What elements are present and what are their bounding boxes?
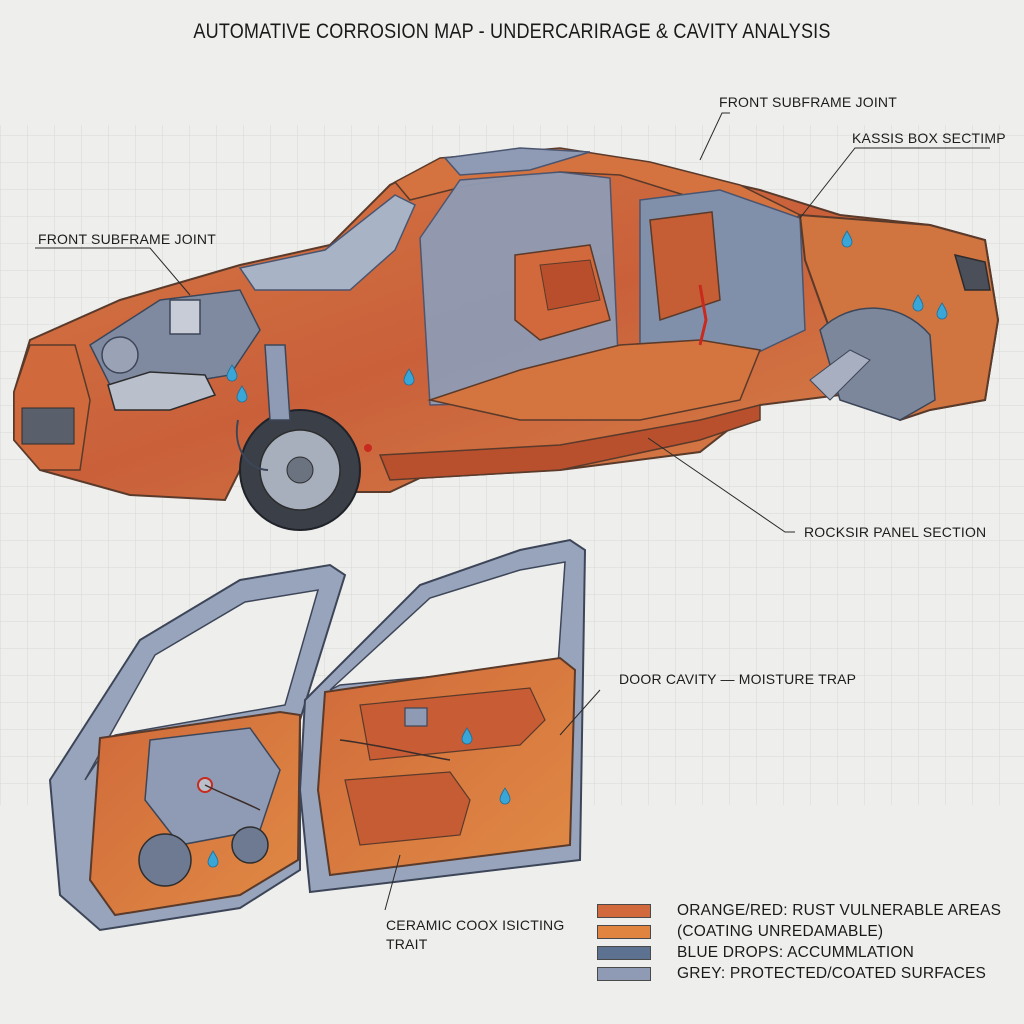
legend-item-blue-drops: BLUE DROPS: ACCUMMLATION <box>597 944 1017 964</box>
callout-front-subframe-joint-top: FRONT SUBFRAME JOINT <box>719 94 897 110</box>
doors-exploded <box>48 538 587 932</box>
leader-front-subframe-left <box>35 247 191 296</box>
callout-ceramic-line2: TRAIT <box>386 936 428 952</box>
legend-item-grey: GREY: PROTECTED/COATED SURFACES <box>597 965 1017 985</box>
callout-chassis-box-section: KASSIS BOX SECTIMP <box>852 130 1006 146</box>
leader-front-subframe-top <box>699 112 730 161</box>
diagram-title: AUTOMATIVE CORROSION MAP - UNDERCARIRAGE… <box>193 20 831 43</box>
legend-swatch <box>597 925 651 939</box>
legend-label: BLUE DROPS: ACCUMMLATION <box>677 944 915 961</box>
leader-chassis-box <box>799 147 990 219</box>
leader-ceramic <box>384 854 401 911</box>
legend-label: (COATING UNREDAMABLE) <box>677 923 884 940</box>
front-wheel <box>239 409 361 531</box>
leader-rocker-panel <box>647 437 795 533</box>
legend-swatch <box>597 904 651 918</box>
leader-door-cavity <box>559 689 601 736</box>
legend-item-coating: (COATING UNREDAMABLE) <box>597 923 1017 943</box>
sunroof <box>443 147 591 176</box>
callout-ceramic-line1: CERAMIC COOX ISICTING <box>386 917 565 933</box>
car-body <box>13 147 1000 531</box>
tail-light <box>953 253 991 291</box>
legend-item-rust: ORANGE/RED: RUST VULNERABLE AREAS <box>597 902 1017 922</box>
headlight <box>107 371 217 411</box>
callout-rocker-panel-section: ROCKSIR PANEL SECTION <box>804 524 987 540</box>
rocker-panel <box>378 404 761 481</box>
legend-label: ORANGE/RED: RUST VULNERABLE AREAS <box>677 902 1002 919</box>
callout-front-subframe-joint-left: FRONT SUBFRAME JOINT <box>38 231 216 247</box>
leader-lines <box>35 112 990 911</box>
floor-pan <box>427 339 762 421</box>
legend-label: GREY: PROTECTED/COATED SURFACES <box>677 965 987 982</box>
windshield <box>238 194 416 291</box>
callout-door-cavity: DOOR CAVITY — MOISTURE TRAP <box>619 671 857 687</box>
legend-swatch <box>597 946 651 960</box>
legend-swatch <box>597 967 651 981</box>
rear-door-inner-panel <box>316 656 577 877</box>
rear-wheel-arch <box>819 307 936 421</box>
